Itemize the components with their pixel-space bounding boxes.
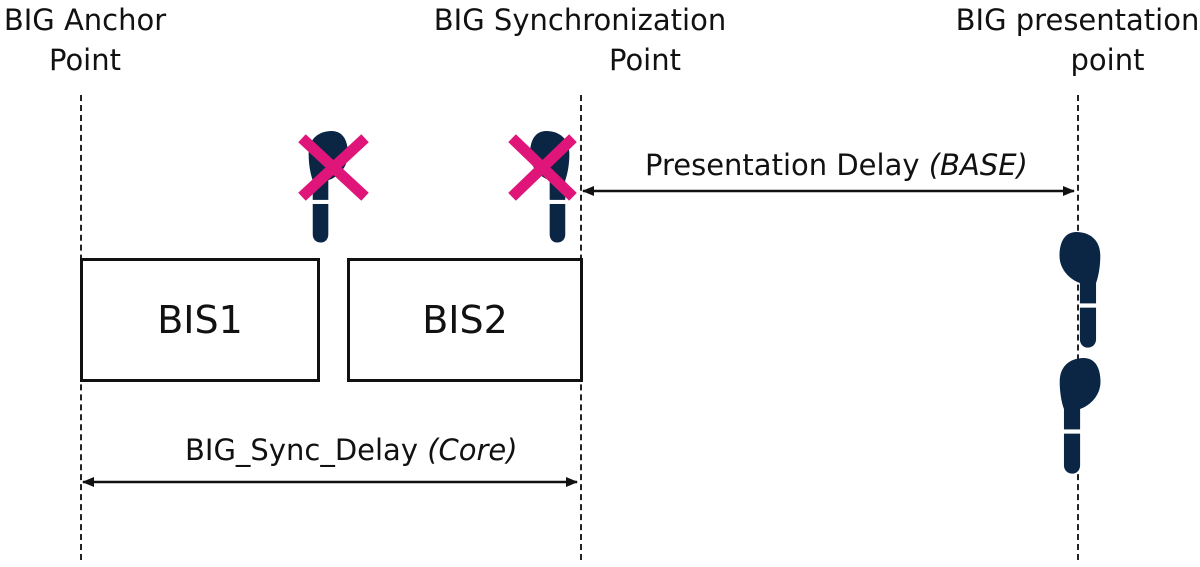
presentation-point-label-line2: point xyxy=(1070,43,1145,77)
sync-point-label-line1: BIG Synchronization xyxy=(433,3,727,37)
anchor-point-label: BIG Anchor Point xyxy=(0,0,170,80)
earbud-icon xyxy=(1059,232,1101,348)
anchor-point-label-line2: Point xyxy=(48,43,121,77)
bis2-box: BIS2 xyxy=(347,258,583,382)
presentation-point-label-line1: BIG presentation xyxy=(955,3,1200,37)
bis1-box: BIS1 xyxy=(80,258,320,382)
big-sync-delay-text: BIG_Sync_Delay xyxy=(185,433,428,467)
bis2-label: BIS2 xyxy=(422,298,508,342)
earbud-icon xyxy=(1059,358,1101,474)
cross-icon xyxy=(508,134,577,201)
big-sync-delay-qualifier: (Core) xyxy=(427,433,518,467)
cross-icon xyxy=(298,134,369,201)
presentation-point-label: BIG presentation point xyxy=(955,0,1200,80)
sync-point-label: BIG Synchronization Point xyxy=(430,0,730,80)
anchor-point-label-line1: BIG Anchor xyxy=(3,3,167,37)
big-sync-delay-label: BIG_Sync_Delay (Core) xyxy=(185,433,518,467)
bis1-label: BIS1 xyxy=(157,298,243,342)
presentation-delay-qualifier: (BASE) xyxy=(928,148,1028,182)
sync-point-label-line2: Point xyxy=(608,43,681,77)
presentation-delay-label: Presentation Delay (BASE) xyxy=(645,148,1028,182)
presentation-point-line xyxy=(1077,95,1079,560)
presentation-delay-text: Presentation Delay xyxy=(645,148,929,182)
